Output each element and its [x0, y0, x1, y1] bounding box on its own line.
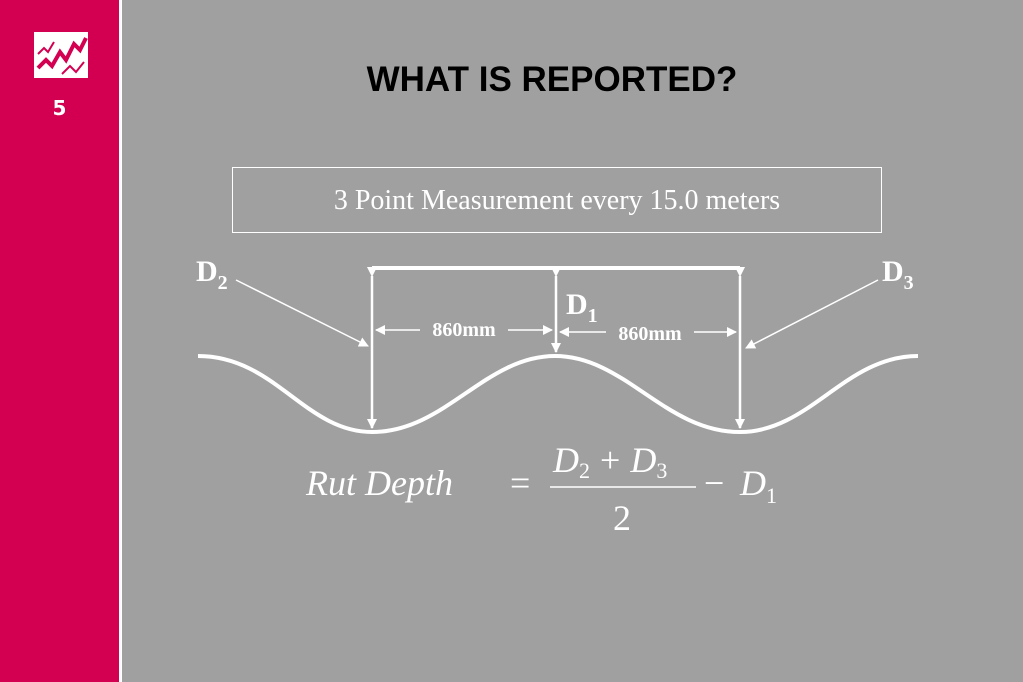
zigzag-logo-icon: [34, 32, 88, 78]
slide-content-area: [122, 0, 1023, 682]
sidebar: 5: [0, 0, 122, 682]
d3-label: D3: [882, 255, 914, 294]
slide-number: 5: [52, 96, 67, 120]
formula-lhs: Rut Depth: [305, 463, 453, 503]
d2-label: D2: [196, 255, 228, 294]
road-surface-curve: [197, 353, 919, 435]
d1-label: D1: [566, 288, 598, 327]
d2-leader-line: [235, 279, 369, 347]
formula-d1-term: D1: [739, 463, 777, 508]
formula-denominator: 2: [613, 498, 631, 538]
formula-minus: −: [704, 463, 724, 503]
rut-depth-formula: Rut Depth = D2+D3 2 − D1: [305, 440, 777, 538]
slide-title: WHAT IS REPORTED?: [366, 60, 738, 99]
formula-numerator: D2+D3: [552, 440, 667, 483]
left-span-label: 860mm: [432, 319, 496, 341]
measurement-note-box: 3 Point Measurement every 15.0 meters: [232, 167, 882, 233]
measurement-note-text: 3 Point Measurement every 15.0 meters: [333, 185, 781, 216]
formula-equals: =: [510, 463, 530, 503]
d3-leader-line: [745, 279, 879, 349]
right-span-label: 860mm: [618, 323, 682, 345]
